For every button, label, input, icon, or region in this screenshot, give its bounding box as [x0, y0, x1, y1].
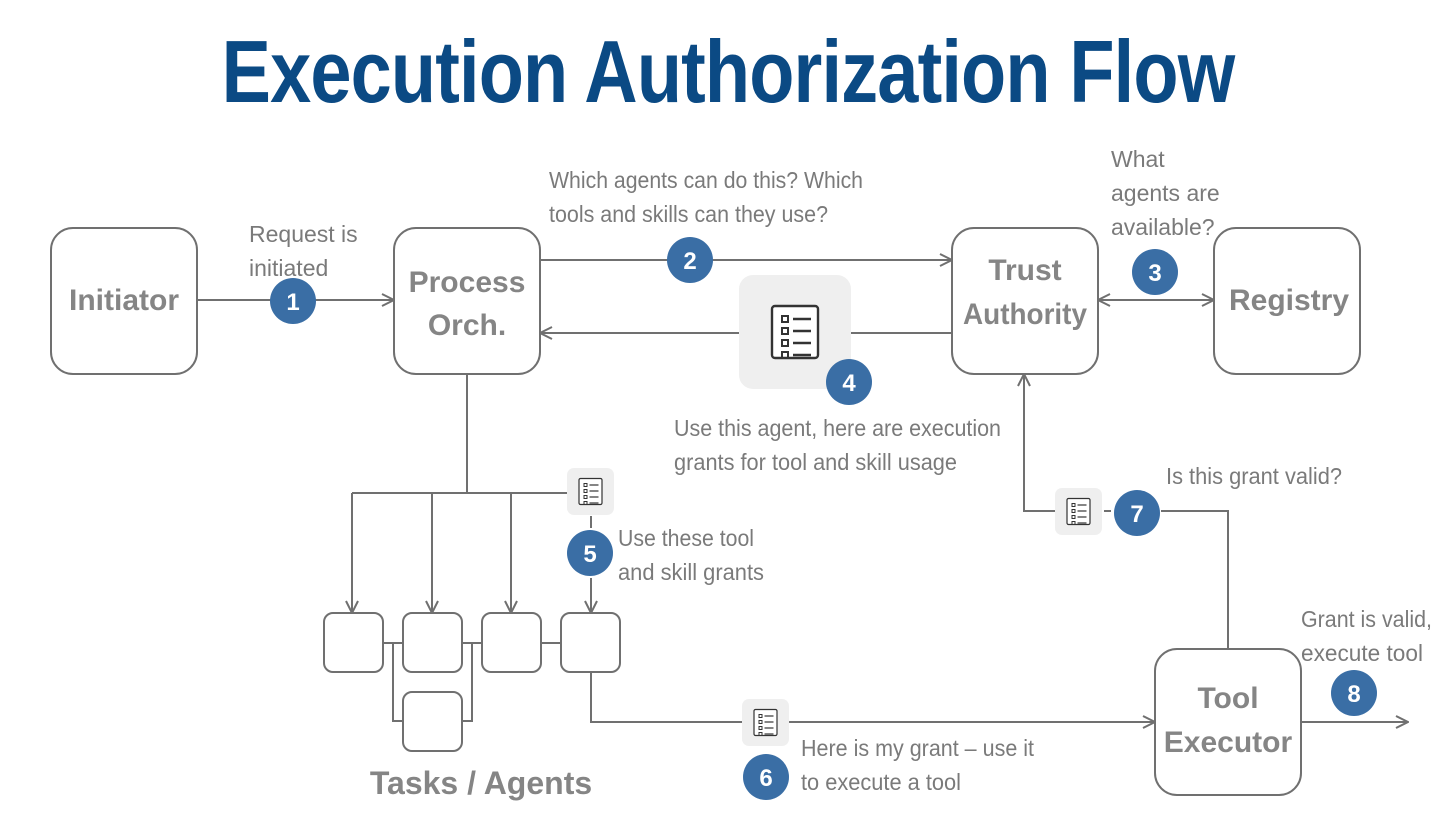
task-box: [323, 612, 384, 673]
tasks-agents-label: Tasks / Agents: [370, 765, 592, 801]
svg-text:tools and skills can they use?: tools and skills can they use?: [549, 201, 828, 227]
step-badge-5: 5: [567, 530, 613, 576]
trust-authority-label-line1: Trust: [988, 254, 1061, 287]
svg-text:What: What: [1111, 146, 1165, 172]
task-box: [481, 612, 542, 673]
step-note-2: Which agents can do this? Which tools an…: [549, 167, 863, 227]
svg-text:available?: available?: [1111, 214, 1215, 240]
svg-text:1: 1: [286, 289, 299, 316]
step-note-4: Use this agent, here are execution grant…: [674, 415, 1001, 475]
tasks-agents-group: Tasks / Agents: [323, 612, 621, 801]
process-orch-label-line1: Process: [409, 266, 526, 299]
svg-text:Which agents can do this? Whic: Which agents can do this? Which: [549, 167, 863, 193]
step-badge-6: 6: [743, 754, 789, 800]
svg-text:to execute a tool: to execute a tool: [801, 769, 961, 795]
step-note-8: Grant is valid, execute tool: [1301, 606, 1432, 666]
svg-text:2: 2: [683, 248, 696, 275]
step-badge-3: 3: [1132, 249, 1178, 295]
tool-executor-node: Tool Executor: [1154, 648, 1302, 796]
task-box: [560, 612, 621, 673]
step-note-5: Use these tool and skill grants: [618, 525, 764, 585]
step-badge-4: 4: [826, 359, 872, 405]
registry-node: Registry: [1213, 227, 1361, 375]
initiator-node: Initiator: [50, 227, 198, 375]
step-badge-7: 7: [1114, 490, 1160, 536]
svg-text:agents are: agents are: [1111, 180, 1220, 206]
checklist-document-icon: [742, 699, 789, 746]
step-note-7: Is this grant valid?: [1166, 463, 1342, 489]
svg-text:6: 6: [759, 765, 772, 792]
registry-label: Registry: [1229, 284, 1349, 317]
step-note-6: Here is my grant – use it to execute a t…: [801, 735, 1035, 795]
svg-text:Grant is valid,: Grant is valid,: [1301, 606, 1432, 632]
svg-text:and skill grants: and skill grants: [618, 559, 764, 585]
page-title: Execution Authorization Flow: [221, 22, 1236, 121]
checklist-document-icon: [739, 275, 851, 389]
process-orch-node: Process Orch.: [393, 227, 541, 375]
tool-executor-label-line2: Executor: [1164, 726, 1293, 759]
svg-text:7: 7: [1130, 501, 1143, 528]
svg-text:Use this agent, here are execu: Use this agent, here are execution: [674, 415, 1001, 441]
svg-text:Is this grant valid?: Is this grant valid?: [1166, 463, 1342, 489]
svg-text:execute tool: execute tool: [1301, 640, 1423, 666]
svg-text:Use these tool: Use these tool: [618, 525, 754, 551]
initiator-label: Initiator: [69, 284, 179, 317]
tool-executor-label-line1: Tool: [1197, 682, 1258, 715]
svg-text:8: 8: [1347, 681, 1360, 708]
trust-authority-label-line2: Authority: [963, 298, 1087, 331]
process-orch-label-line2: Orch.: [428, 309, 506, 342]
step-note-3: What agents are available?: [1111, 146, 1220, 240]
step-badge-1: 1: [270, 278, 316, 324]
task-box: [402, 612, 463, 673]
svg-text:5: 5: [583, 541, 596, 568]
svg-text:initiated: initiated: [249, 255, 328, 281]
svg-text:3: 3: [1148, 260, 1161, 287]
step-badge-2: 2: [667, 237, 713, 283]
svg-text:grants for tool and skill usag: grants for tool and skill usage: [674, 449, 957, 475]
trust-authority-node: Trust Authority: [951, 227, 1099, 375]
checklist-document-icon: [567, 468, 614, 515]
svg-text:4: 4: [842, 370, 856, 397]
svg-text:Here is my grant – use it: Here is my grant – use it: [801, 735, 1035, 761]
task-box: [402, 691, 463, 752]
checklist-document-icon: [1055, 488, 1102, 535]
step-note-1: Request is initiated: [249, 221, 358, 281]
svg-text:Request is: Request is: [249, 221, 358, 247]
step-badge-8: 8: [1331, 670, 1377, 716]
